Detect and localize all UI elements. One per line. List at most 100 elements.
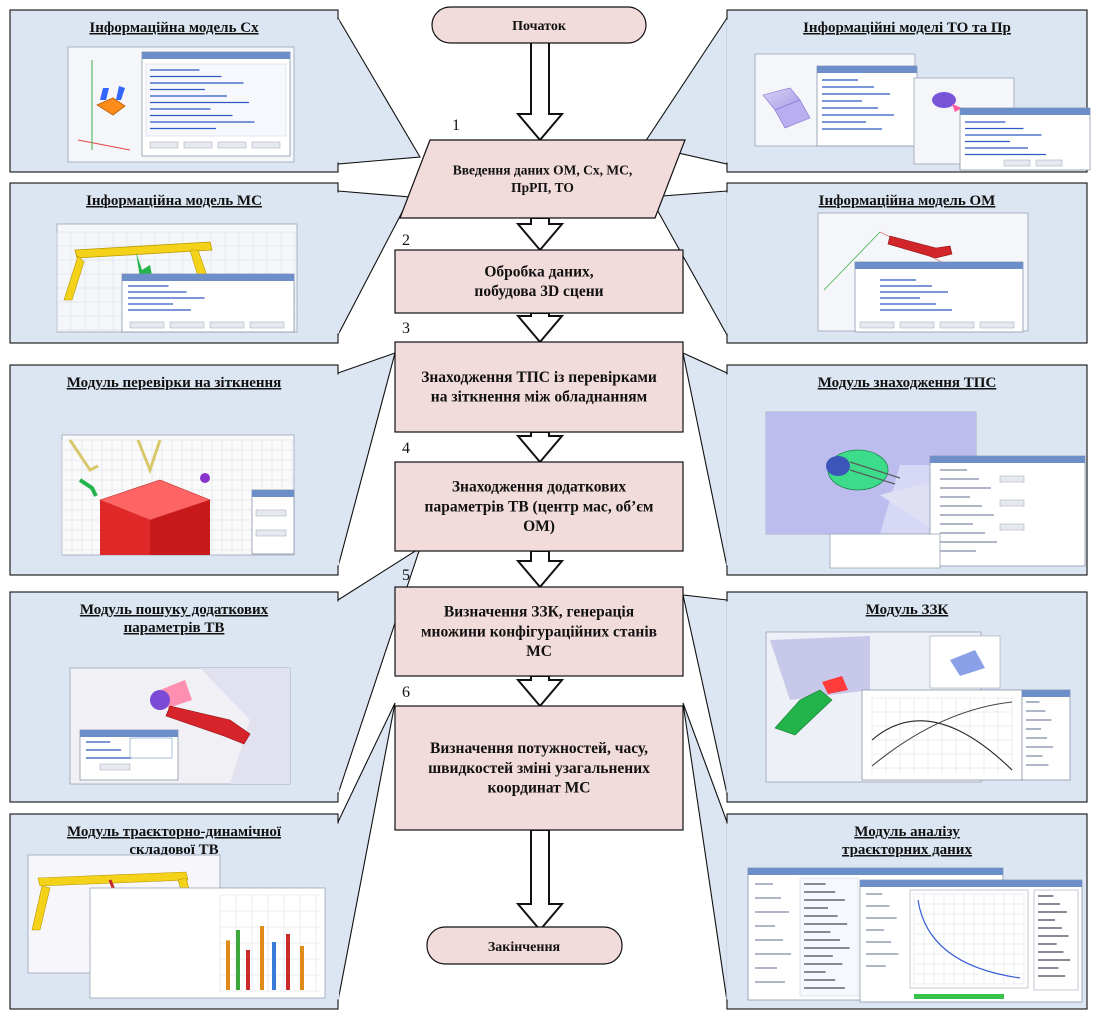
process-step-6: Визначення потужностей, часу, швидкостей … (394, 684, 684, 831)
start-label: Початок (512, 19, 567, 34)
chart-bar (286, 934, 290, 990)
window-titlebar (855, 262, 1023, 269)
window-frame (816, 65, 918, 147)
step-number: 4 (402, 440, 410, 457)
button-row (255, 509, 287, 517)
step-text: швидкостей зміні узагальнених (428, 760, 650, 777)
window-titlebar (960, 108, 1090, 115)
callout-4: Інформаційна модель ОМ (649, 182, 1088, 344)
window-frame (929, 455, 1086, 567)
progress-bar (914, 994, 1004, 999)
shaft-model (887, 235, 953, 259)
data-list (145, 63, 287, 137)
window-titlebar (748, 868, 1003, 875)
window-titlebar (817, 66, 917, 73)
callout-6: Модуль знаходження ТПС (682, 352, 1088, 576)
step-text: МС (526, 643, 552, 660)
step-number: 6 (402, 684, 410, 701)
callout-title: Модуль перевірки на зіткнення (67, 375, 282, 391)
input-parallelogram (399, 139, 686, 219)
callout-title: Інформаційні моделі ТО та Пр (803, 20, 1011, 36)
button-row (999, 523, 1025, 531)
callout-pointer (682, 352, 728, 568)
process-step-1: Введення даних ОМ, Сх, МС,ПрРП, ТО1 (399, 117, 686, 219)
callout-seam (726, 192, 729, 334)
window-titlebar (252, 490, 294, 497)
terminal-shape (431, 6, 647, 44)
text-lines (880, 279, 952, 311)
plot-window (859, 879, 1083, 1003)
callout-pointer (337, 352, 396, 568)
callout-title: Модуль траєкторно-динамічної (67, 824, 282, 840)
window-frame (251, 489, 295, 555)
button-row (859, 321, 1015, 329)
step-text: множини конфігураційних станів (421, 623, 657, 640)
axis-x (77, 139, 131, 151)
window-frame (1021, 689, 1071, 781)
thumb-button (999, 475, 1025, 483)
thumb-button (939, 321, 975, 329)
axis-line (823, 231, 881, 291)
callout-title: Інформаційна модель Сх (89, 20, 259, 36)
thumb-button (183, 141, 213, 149)
text-lines (866, 893, 899, 967)
flow-arrow-4-5 (515, 550, 565, 589)
end-terminal: Закінчення (426, 926, 623, 965)
callout-title: Модуль знаходження ТПС (818, 375, 997, 391)
scene-wall (200, 668, 290, 784)
thumb-button (255, 509, 287, 517)
screenshot-manipulator (56, 223, 298, 333)
button-row (129, 321, 285, 329)
window-titlebar (122, 274, 294, 281)
box-side (150, 500, 210, 555)
data-window (121, 273, 295, 333)
machine-base (774, 99, 811, 129)
button-row (255, 529, 287, 537)
terminal-shape (426, 926, 623, 965)
window-titlebar (1022, 690, 1070, 697)
thumb-button (859, 321, 895, 329)
callout-8: Модуль ЗЗК (682, 591, 1088, 803)
window-titlebar (860, 880, 1082, 887)
callout-seam (726, 374, 729, 566)
thumb-button (217, 141, 247, 149)
callout-title: траєкторних даних (842, 842, 972, 858)
callout-1: Інформаційна модель Сх (9, 9, 421, 173)
screenshot-tps (765, 411, 1086, 569)
legend-list (1033, 889, 1079, 991)
step-text: побудова 3D сцени (474, 283, 603, 300)
step-text: координат МС (487, 780, 590, 797)
callout-title: Модуль ЗЗК (866, 602, 949, 618)
data-window (141, 51, 291, 157)
text-lines (804, 883, 850, 989)
process-box (394, 586, 684, 677)
chart-bar (226, 940, 230, 990)
callout-seam (336, 374, 340, 566)
flow-arrow-end (515, 829, 565, 932)
screenshot-collision (61, 434, 295, 556)
button-row (149, 141, 281, 149)
text-lines (965, 121, 1046, 156)
window-frame (959, 107, 1091, 171)
dynamics-chart (89, 887, 326, 999)
chart-bar (246, 950, 250, 990)
step-text: Визначення потужностей, часу, (430, 740, 648, 757)
carriage (136, 252, 152, 278)
callout-title: Модуль аналізу (854, 824, 960, 840)
text-lines (940, 469, 997, 552)
data-window (959, 107, 1091, 171)
chart-bar (272, 942, 276, 990)
step-text: на зіткнення між обладнанням (431, 389, 648, 406)
thumb-button (249, 321, 285, 329)
gripper (78, 478, 98, 497)
callout-seam (336, 823, 340, 1000)
thumb-button (999, 499, 1025, 507)
flow-arrow-3-4 (515, 431, 565, 464)
chart-bar (300, 946, 304, 990)
